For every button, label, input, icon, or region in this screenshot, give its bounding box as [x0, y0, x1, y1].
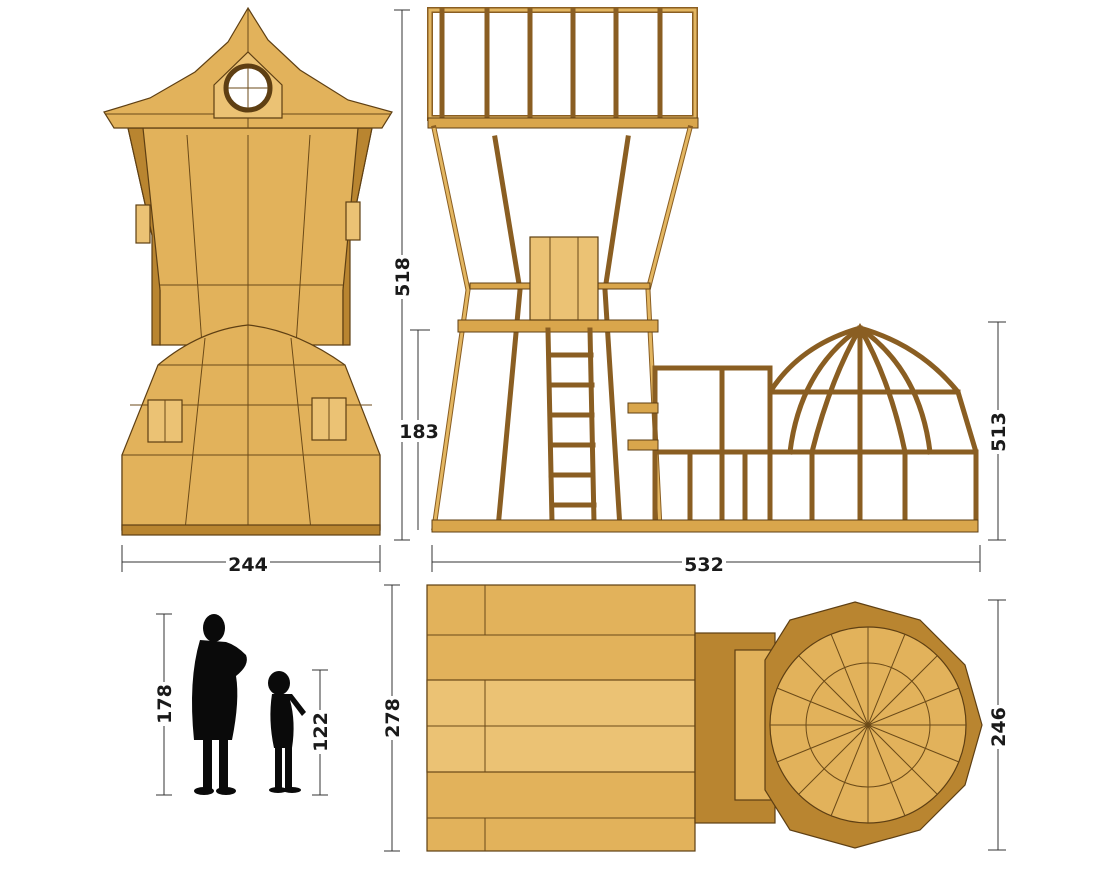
- front-dome: [121, 324, 381, 531]
- dome-height-label: 513: [988, 412, 1010, 452]
- tower-body: [127, 127, 373, 346]
- top-depth-label: 278: [382, 698, 404, 738]
- child-silhouette: [268, 671, 306, 793]
- front-width-label: 244: [228, 554, 268, 576]
- side-elevation: [427, 7, 979, 533]
- window-left: [135, 204, 151, 244]
- adult-height-label: 178: [154, 684, 176, 724]
- adult-silhouette: [192, 614, 247, 795]
- window-right: [345, 201, 361, 241]
- ladder: [545, 327, 597, 525]
- scale-figures: [192, 614, 306, 795]
- platform-rail: [529, 236, 599, 321]
- side-length-label: 532: [684, 554, 724, 576]
- dome-diameter-label: 246: [988, 707, 1010, 747]
- child-height-label: 122: [310, 712, 332, 752]
- front-height-label: 518: [392, 257, 414, 297]
- front-elevation: [103, 6, 393, 536]
- dome-frame: [767, 322, 979, 531]
- top-view: [426, 584, 983, 852]
- platform-height-label: 183: [399, 421, 439, 443]
